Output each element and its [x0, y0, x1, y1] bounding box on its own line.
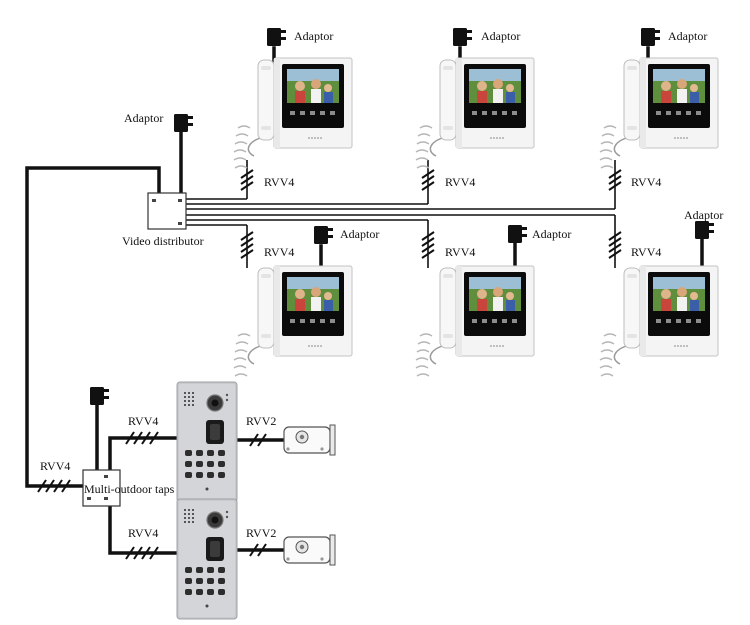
rvv2-label: RVV2 — [246, 526, 276, 540]
monitor-icon — [233, 265, 353, 377]
video-distributor-label: Video distributor — [122, 234, 204, 248]
adaptor-label: Adaptor — [668, 29, 707, 43]
rvv4-label: RVV4 — [128, 414, 158, 428]
adaptor-icon — [695, 221, 714, 239]
multi-outdoor-taps-box — [82, 469, 121, 507]
monitor-icon — [599, 57, 719, 169]
adaptor-label: Adaptor — [124, 111, 163, 125]
adaptor-label: Adaptor — [481, 29, 520, 43]
adaptor-label: Adaptor — [532, 227, 571, 241]
rvv4-label: RVV4 — [128, 526, 158, 540]
adaptor-icon — [174, 114, 193, 132]
cable-hatch-marks — [37, 169, 622, 560]
adaptor-icon — [508, 225, 527, 243]
video-distributor-box — [147, 192, 187, 230]
monitor-icon — [599, 265, 719, 377]
doorbell-camera-icon — [176, 381, 238, 503]
multi-outdoor-taps-label: Multi-outdoor taps — [84, 482, 175, 496]
electric-lock-icon — [283, 534, 336, 566]
monitor-icon — [415, 265, 535, 377]
rvv4-label: RVV4 — [264, 175, 294, 189]
rvv2-label: RVV2 — [246, 414, 276, 428]
rvv4-label: RVV4 — [445, 245, 475, 259]
rvv4-label: RVV4 — [631, 245, 661, 259]
adaptor-label: Adaptor — [340, 227, 379, 241]
adaptor-icon — [453, 28, 472, 46]
trunk-cable — [25, 166, 161, 488]
rvv4-label: RVV4 — [40, 459, 70, 473]
rvv4-label: RVV4 — [631, 175, 661, 189]
adaptor-icon — [267, 28, 286, 46]
adaptor-icon — [314, 226, 333, 244]
adaptor-label: Adaptor — [684, 208, 723, 222]
monitor-icon — [415, 57, 535, 169]
monitor-icon — [233, 57, 353, 169]
adaptor-icon — [641, 28, 660, 46]
rvv4-label: RVV4 — [264, 245, 294, 259]
adaptor-icon — [90, 387, 109, 405]
doorbell-camera-icon — [176, 498, 238, 620]
rvv4-label: RVV4 — [445, 175, 475, 189]
adaptor-label: Adaptor — [294, 29, 333, 43]
electric-lock-icon — [283, 424, 336, 456]
